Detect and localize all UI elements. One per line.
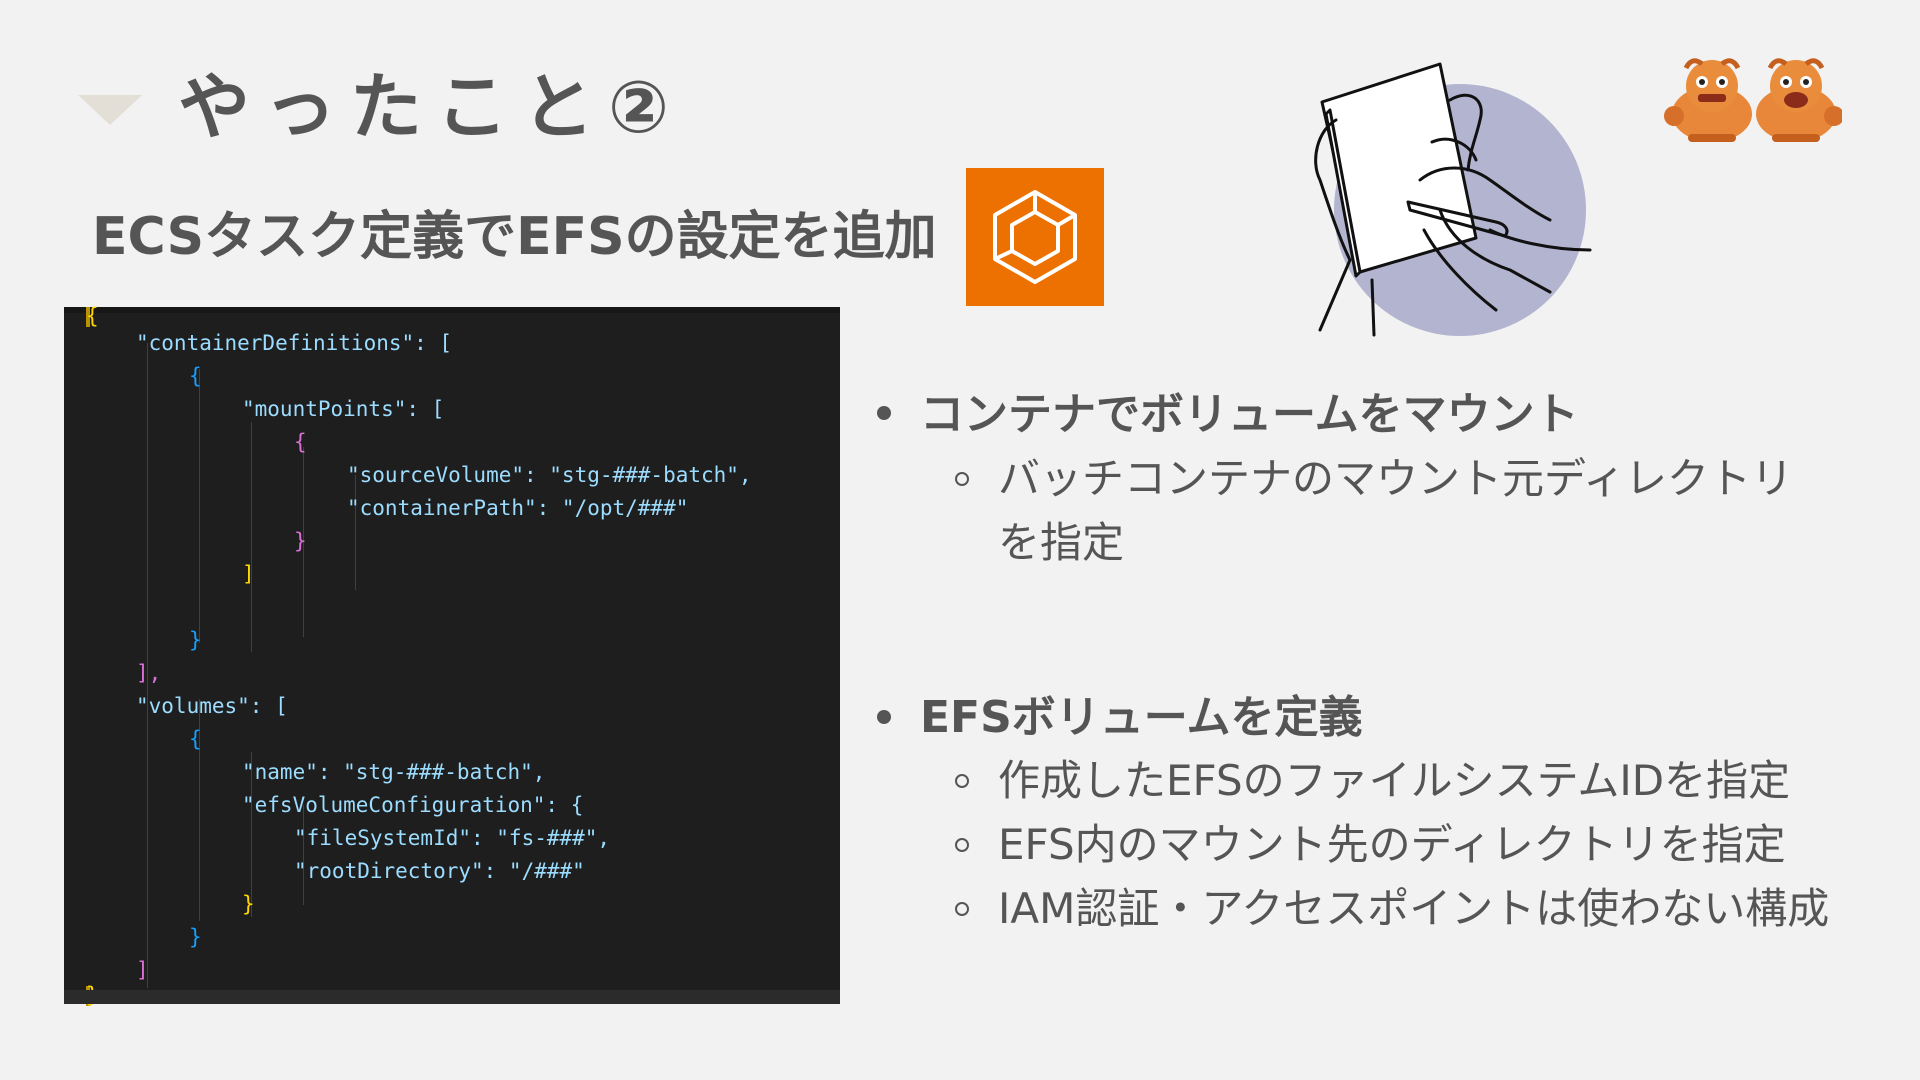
writing-hand-illustration bbox=[1300, 60, 1600, 340]
indent-guide bbox=[199, 369, 200, 643]
code-line: "name": "stg-###-batch", bbox=[242, 760, 546, 784]
editor-bottom-bar bbox=[64, 990, 840, 1004]
indent-guide bbox=[303, 805, 304, 905]
indent-guide bbox=[303, 447, 304, 637]
indent-guide bbox=[251, 422, 252, 652]
bullet-sub-2-3: IAM認証・アクセスポイントは使わない構成 bbox=[998, 884, 1830, 933]
code-line: "containerDefinitions": [ bbox=[136, 331, 453, 355]
code-line: } bbox=[189, 628, 202, 652]
bullet-main-2: EFSボリュームを定義 bbox=[920, 692, 1363, 743]
indent-guide bbox=[251, 752, 252, 917]
bullet-sub-2-2: EFS内のマウント先のディレクトリを指定 bbox=[998, 820, 1786, 869]
code-line: "containerPath": "/opt/###" bbox=[347, 496, 689, 520]
bullet-dot bbox=[877, 710, 891, 724]
slide-title: やったこと② bbox=[178, 65, 683, 149]
code-line: ] bbox=[136, 958, 149, 982]
slide-subtitle: ECSタスク定義でEFSの設定を追加 bbox=[92, 207, 937, 267]
bullet-dot bbox=[877, 406, 891, 420]
code-editor-panel: { "containerDefinitions": [ { "mountPoin… bbox=[64, 304, 840, 1007]
bullet-sub-2-1: 作成したEFSのファイルシステムIDを指定 bbox=[998, 756, 1791, 805]
bullet-ring bbox=[955, 838, 969, 852]
code-line: { bbox=[294, 430, 307, 454]
editor-top-bar bbox=[64, 307, 840, 313]
indent-guide bbox=[147, 343, 148, 988]
code-line: } bbox=[189, 925, 202, 949]
code-line: "sourceVolume": "stg-###-batch", bbox=[347, 463, 752, 487]
code-line: "fileSystemId": "fs-###", bbox=[294, 826, 611, 850]
bracket-match-marker bbox=[86, 307, 90, 327]
shisa-mascots-icon bbox=[1662, 56, 1844, 146]
code-line: } bbox=[242, 892, 255, 916]
indent-guide bbox=[355, 475, 356, 590]
code-line: { bbox=[86, 304, 99, 328]
code-line: ], bbox=[136, 661, 162, 685]
code-line: } bbox=[294, 529, 307, 553]
code-line: ] bbox=[242, 562, 255, 586]
code-line: { bbox=[189, 364, 202, 388]
code-line: "rootDirectory": "/###" bbox=[294, 859, 585, 883]
code-line: "efsVolumeConfiguration": { bbox=[242, 793, 584, 817]
bullet-ring bbox=[955, 774, 969, 788]
bullet-sub-1-1: バッチコンテナのマウント元ディレクトリを指定 bbox=[998, 454, 1794, 567]
code-line: { bbox=[189, 727, 202, 751]
triangle-down-icon bbox=[78, 95, 142, 125]
aws-efs-icon bbox=[966, 168, 1104, 306]
bullet-ring bbox=[955, 902, 969, 916]
bullet-ring bbox=[955, 472, 969, 486]
code-line: "volumes": [ bbox=[136, 694, 288, 718]
code-line: "mountPoints": [ bbox=[242, 397, 445, 421]
indent-guide bbox=[199, 699, 200, 921]
bullet-main-1: コンテナでボリュームをマウント bbox=[920, 389, 1579, 440]
